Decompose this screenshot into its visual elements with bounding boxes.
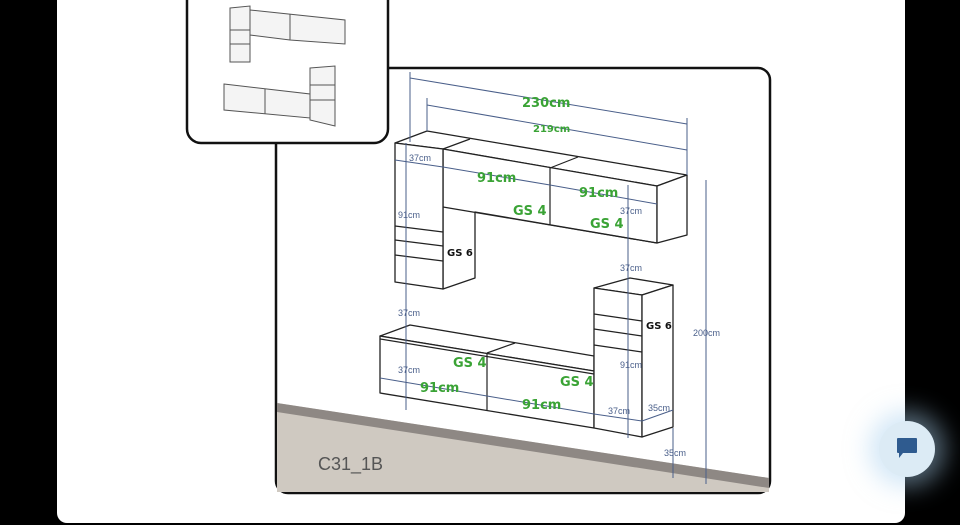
upper-unit [394, 130, 688, 290]
dim-total-width: 230cm [522, 96, 570, 111]
module-lower-cab2: GS 4 [560, 375, 594, 390]
dim-lower-tower-width: 37cm [608, 406, 630, 416]
product-code: C31_1B [318, 454, 383, 475]
dim-lower-tower-height: 91cm [620, 360, 642, 370]
dim-total-height: 200cm [693, 328, 720, 338]
dim-upper-tower-height: 91cm [398, 210, 420, 220]
floor [277, 403, 769, 492]
module-upper-tower: GS 6 [447, 248, 473, 259]
dim-upper-tower-width: 37cm [409, 153, 431, 163]
module-labels: GS 4 GS 4 GS 6 GS 6 GS 4 GS 4 [447, 204, 672, 390]
dimension-labels: 230cm 219cm 37cm 91cm 91cm 37cm 91cm 37c… [398, 96, 720, 458]
dim-gap-right: 37cm [620, 263, 642, 273]
chat-button[interactable] [879, 421, 935, 477]
module-lower-tower: GS 6 [646, 321, 672, 332]
dim-upper-width: 219cm [533, 124, 570, 135]
dim-floor-clearance: 35cm [664, 448, 686, 458]
dim-upper-cab2-width: 91cm [579, 186, 618, 201]
module-upper-cab1: GS 4 [513, 204, 547, 219]
dim-gap-left: 37cm [398, 308, 420, 318]
dimension-lines [379, 72, 707, 484]
inset-thumbnail [185, 0, 390, 145]
dim-lower-cab1-width: 91cm [420, 381, 459, 396]
chat-bubble-icon [897, 438, 917, 458]
dim-depth: 35cm [648, 403, 670, 413]
module-lower-cab1: GS 4 [453, 356, 487, 371]
dim-upper-cab-height: 37cm [620, 206, 642, 216]
module-upper-cab2: GS 4 [590, 217, 624, 232]
dim-upper-cab1-width: 91cm [477, 171, 516, 186]
dim-lower-cab2-width: 91cm [522, 398, 561, 413]
dim-lower-cab-height: 37cm [398, 365, 420, 375]
